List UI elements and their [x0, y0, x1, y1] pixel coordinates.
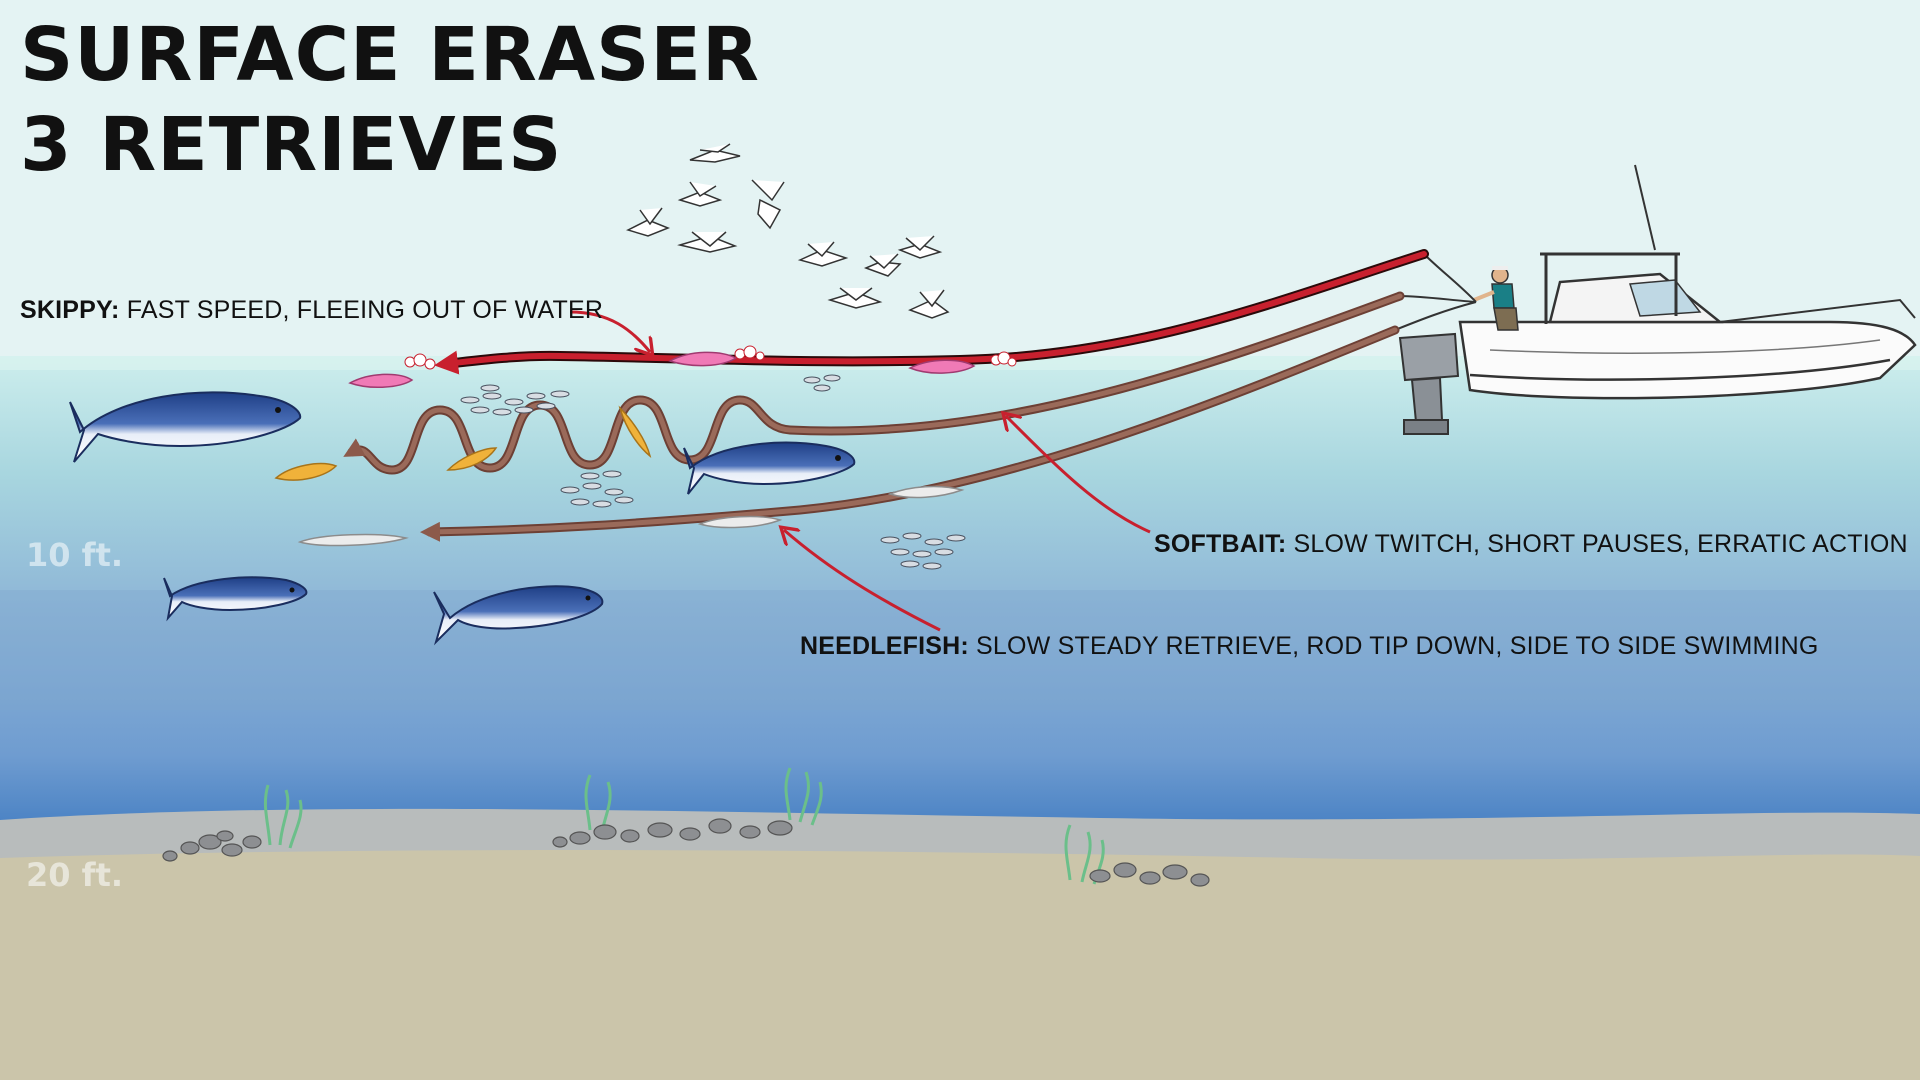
- fishing-rods: [1394, 253, 1477, 331]
- boat-icon: [1458, 164, 1917, 400]
- depth-marker-10ft: 10 ft.: [26, 536, 124, 574]
- softbait-description: SLOW TWITCH, SHORT PAUSES, ERRATIC ACTIO…: [1293, 530, 1908, 558]
- rocks-icon: [162, 818, 1210, 887]
- seaweed-icon: [263, 767, 1105, 885]
- softbait-retrieve-path: [343, 291, 1405, 475]
- page-subtitle: 3 RETRIEVES: [20, 102, 563, 188]
- page-title: SURFACE ERASER: [20, 12, 760, 98]
- softbait-name: SOFTBAIT:: [1154, 530, 1287, 558]
- seabed-ridge: [0, 808, 1920, 860]
- skippy-label: SKIPPY: FAST SPEED, FLEEING OUT OF WATER: [20, 296, 603, 325]
- baitfish-school-icon: [460, 374, 966, 570]
- softbait-lures: [274, 405, 652, 481]
- skippy-lures: [348, 351, 976, 389]
- splash-marks: [404, 345, 1017, 370]
- skippy-description: FAST SPEED, FLEEING OUT OF WATER: [126, 296, 604, 324]
- pointer-arrows: [569, 310, 1151, 632]
- skippy-retrieve-path: [434, 249, 1429, 375]
- angler-icon: [1473, 266, 1519, 331]
- tuna-fish-icon: [163, 576, 308, 622]
- needlefish-lures: [297, 485, 965, 547]
- depth-marker-20ft: 20 ft.: [26, 856, 124, 894]
- water-band: [0, 590, 1920, 710]
- outboard-motor-icon: [1398, 332, 1460, 435]
- needlefish-name: NEEDLEFISH:: [800, 632, 969, 660]
- softbait-label: SOFTBAIT: SLOW TWITCH, SHORT PAUSES, ERR…: [1154, 530, 1908, 559]
- sand-seabed: [0, 850, 1920, 1080]
- tuna-fish-icon: [433, 585, 604, 646]
- skippy-name: SKIPPY:: [20, 296, 120, 324]
- water-body: [0, 356, 1920, 826]
- seagull-icon: [625, 143, 950, 319]
- needlefish-retrieve-path: [420, 325, 1400, 542]
- needlefish-description: SLOW STEADY RETRIEVE, ROD TIP DOWN, SIDE…: [976, 632, 1819, 660]
- needlefish-label: NEEDLEFISH: SLOW STEADY RETRIEVE, ROD TI…: [800, 632, 1819, 661]
- tuna-fish-icon: [683, 441, 856, 495]
- tuna-fish-icon: [69, 391, 302, 463]
